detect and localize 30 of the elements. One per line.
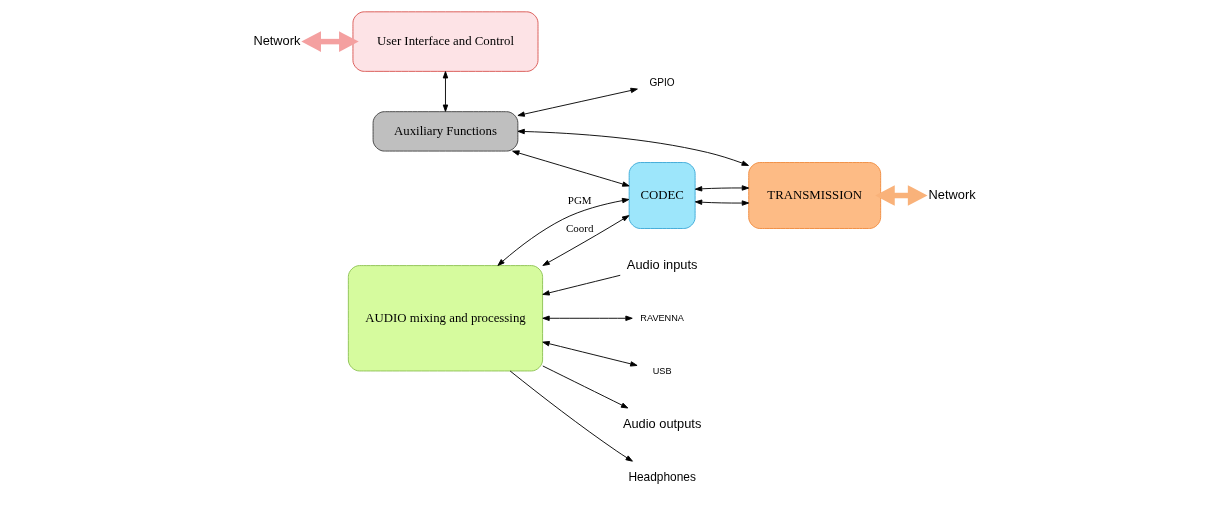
node-text: Audio inputs <box>626 256 697 272</box>
arrow <box>541 315 633 321</box>
edge-label: PGM <box>567 194 592 207</box>
node-box: Auxiliary Functions <box>372 111 518 152</box>
node-text: GPIO <box>649 77 675 89</box>
node-box: User Interface and Control <box>352 11 538 72</box>
arrow <box>509 370 633 462</box>
arrow <box>442 71 448 112</box>
node-text: USB <box>652 365 672 376</box>
arrow <box>874 185 927 206</box>
node-box: TRANSMISSION <box>747 162 881 229</box>
arrow <box>496 197 629 266</box>
arrow <box>541 215 629 266</box>
arrow <box>541 274 621 296</box>
arrow <box>517 128 749 166</box>
arrow <box>694 199 749 206</box>
node-text: RAVENNA <box>639 312 684 323</box>
edge-label: Coord <box>565 221 593 234</box>
arrow <box>541 365 628 409</box>
node-box: AUDIO mixing and processing <box>347 265 543 372</box>
arrow <box>516 87 638 117</box>
arrow <box>300 31 359 52</box>
node-text: Network <box>252 32 300 48</box>
node-box: CODEC <box>628 162 696 229</box>
arrow <box>511 150 630 187</box>
node-text: Network <box>928 186 976 202</box>
arrow <box>694 185 749 192</box>
node-text: Headphones <box>627 469 696 484</box>
node-text: Audio outputs <box>622 415 701 431</box>
arrow <box>541 341 637 367</box>
